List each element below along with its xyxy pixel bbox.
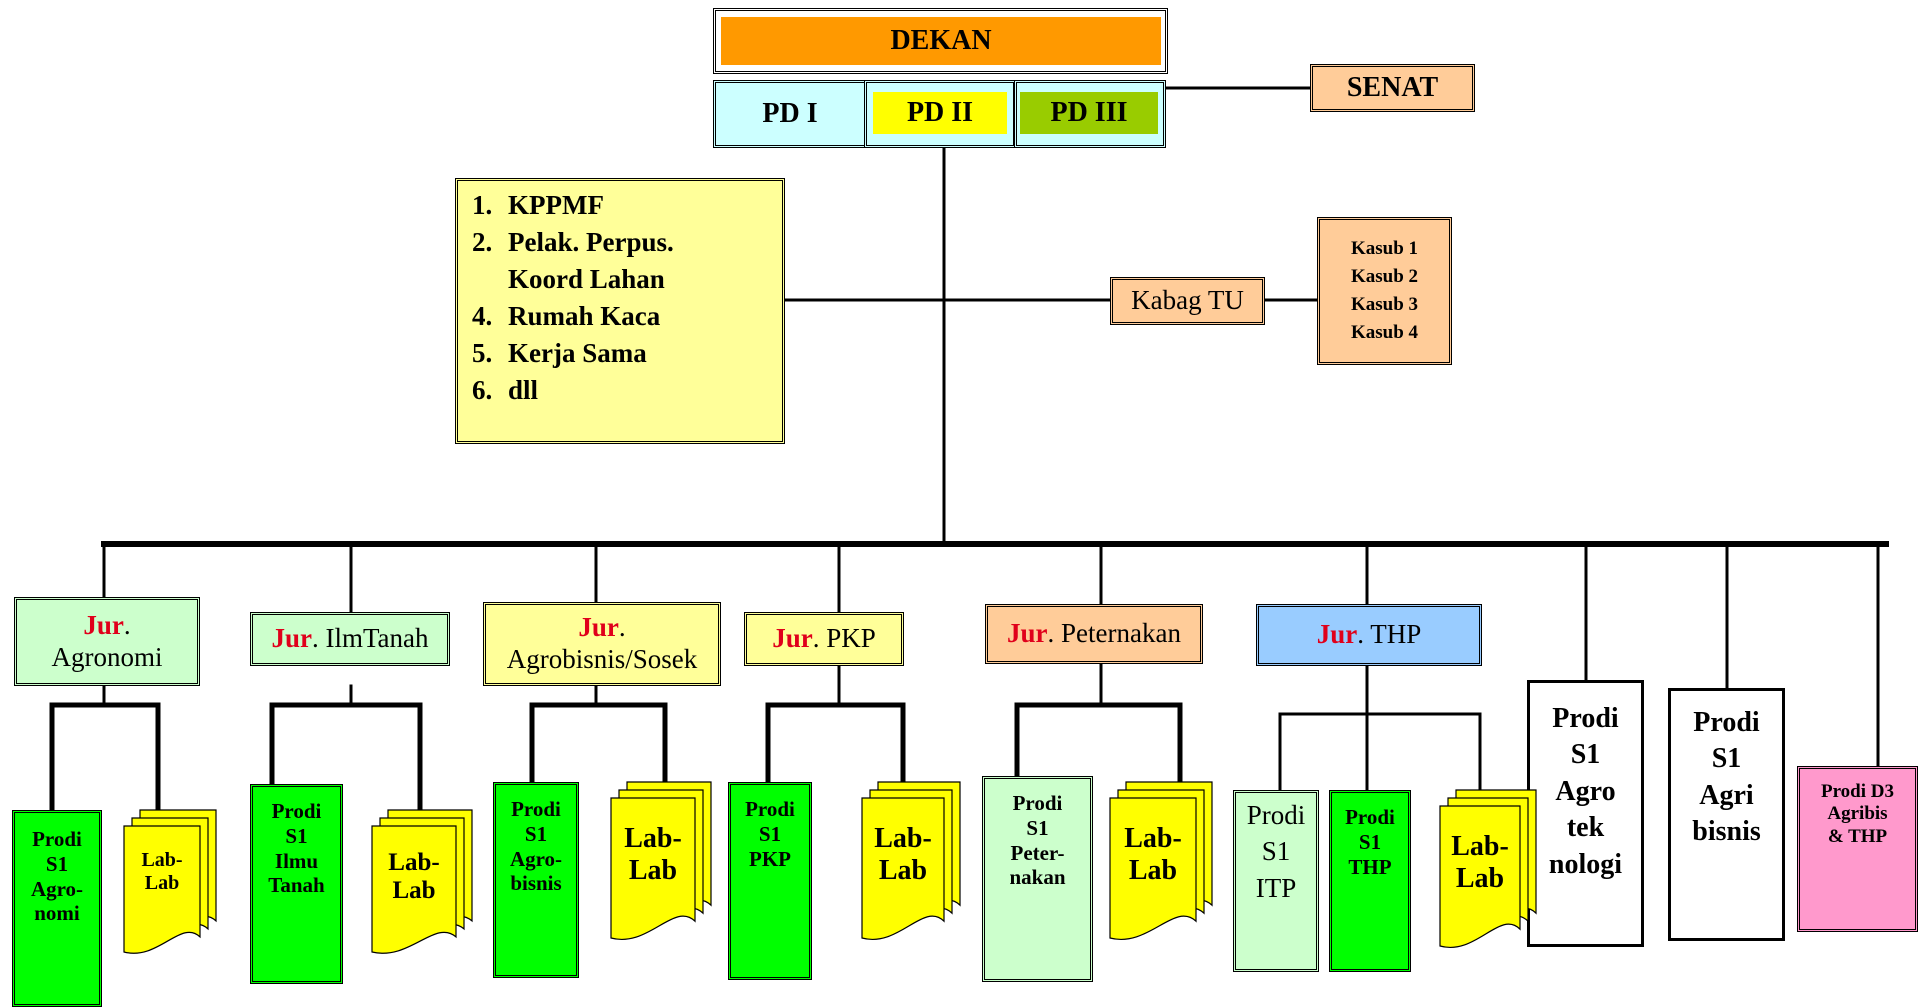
prodi-d3-box: Prodi D3 Agribis & THP [1797, 766, 1918, 932]
lab-label: Lab-Lab [1110, 823, 1196, 887]
lab-stack-shape [861, 781, 961, 941]
lab-label-line: Lab [1128, 855, 1178, 887]
jur-ilmtanah-box: Jur. IlmTanah [250, 612, 450, 666]
lab-stack-shape [1439, 789, 1537, 949]
prodi-ilmu-tanah-box: Prodi S1 Ilmu Tanah [250, 784, 343, 984]
jur-pkp-name: PKP [826, 623, 876, 654]
prodi-pkp-box: Prodi S1 PKP [728, 782, 812, 980]
units-item: 4.Rumah Kaca [472, 301, 661, 331]
lab-label: Lab-Lab [372, 849, 456, 907]
kasub-item: Kasub 3 [1350, 294, 1419, 315]
jur-thp-box: Jur. THP [1256, 604, 1482, 666]
kasub-item: Kasub 1 [1350, 238, 1419, 259]
jur-agrobisnis-name: Agrobisnis/Sosek [506, 644, 698, 674]
jur-ilmtanah-name: IlmTanah [325, 623, 429, 654]
kasub-item: Kasub 2 [1350, 266, 1419, 287]
lab-label-line: Lab- [624, 823, 682, 855]
lab-label-line: Lab [1455, 863, 1505, 895]
prodi-itp-box: Prodi S1 ITP [1233, 790, 1319, 972]
lab-page [861, 797, 945, 941]
dekan-label: DEKAN [890, 25, 992, 57]
lab-stack-shape [123, 809, 217, 954]
lab-stack-pkp: Lab-Lab [861, 781, 961, 952]
jur-peternakan-box: Jur. Peternakan [985, 604, 1203, 664]
lab-page [1439, 805, 1521, 949]
lab-stack-ilmtanah: Lab-Lab [371, 809, 473, 966]
pd1-label: PD I [762, 98, 818, 130]
lab-stack-thp: Lab-Lab [1439, 789, 1537, 960]
jur-prefix: Jur [578, 612, 619, 643]
lab-stack-agrobisnis: Lab-Lab [610, 781, 712, 952]
lab-page [123, 825, 201, 954]
pd1-box: PD I [713, 80, 867, 148]
prodi-agroteknologi-box: Prodi S1 Agro tek nologi [1527, 680, 1644, 947]
senat-label: SENAT [1346, 72, 1439, 104]
jur-pkp-box: Jur. PKP [744, 612, 904, 666]
lab-label-line: Lab [144, 871, 180, 894]
lab-page [610, 797, 696, 941]
units-item: 6.dll [472, 375, 539, 405]
jur-prefix: Jur [772, 623, 813, 654]
kabag-tu-box: Kabag TU [1110, 277, 1265, 325]
lab-label-line: Lab- [141, 848, 183, 871]
jur-agronomi-box: Jur. Agronomi [14, 597, 200, 686]
lab-stack-peternakan: Lab-Lab [1109, 781, 1213, 952]
prodi-agronomi-box: Prodi S1 Agro- nomi [12, 810, 102, 1007]
jur-prefix: Jur [1007, 618, 1048, 649]
pd2-box: PD II [873, 92, 1007, 134]
units-item: 1.KPPMF [472, 190, 604, 220]
pd2-label: PD II [906, 97, 974, 129]
units-item: 5.Kerja Sama [472, 338, 647, 368]
jur-prefix: Jur [83, 609, 124, 640]
lab-stack-shape [1109, 781, 1213, 941]
units-list: 1.KPPMF 2.Pelak. Perpus. Koord Lahan 4.R… [455, 178, 785, 444]
lab-label: Lab-Lab [124, 849, 200, 895]
lab-label-line: Lab- [1124, 823, 1182, 855]
lab-stack-agronomi: Lab-Lab [123, 809, 217, 966]
lab-label: Lab-Lab [1440, 831, 1520, 895]
jur-prefix: Jur [1316, 619, 1358, 650]
units-item: 2.Pelak. Perpus. [472, 227, 674, 257]
lab-label-line: Lab [628, 855, 678, 887]
kasub-item: Kasub 4 [1350, 322, 1419, 343]
prodi-peternakan-box: Prodi S1 Peter- nakan [982, 776, 1093, 982]
jur-prefix: Jur [271, 623, 312, 654]
lab-page [1109, 797, 1197, 941]
units-item: Koord Lahan [508, 264, 665, 294]
pd3-box: PD III [1020, 92, 1158, 134]
jur-agronomi-name: Agronomi [51, 641, 163, 672]
prodi-thp-box: Prodi S1 THP [1329, 790, 1411, 972]
kabag-tu-label: Kabag TU [1131, 285, 1244, 316]
dekan-box: DEKAN [721, 17, 1161, 65]
prodi-agrobisnis-box: Prodi S1 Agro- bisnis [493, 782, 579, 978]
jur-thp-name: THP [1370, 619, 1422, 650]
lab-label-line: Lab [878, 855, 928, 887]
lab-stack-shape [371, 809, 473, 954]
lab-label-line: Lab- [388, 848, 440, 876]
lab-stack-shape [610, 781, 712, 941]
lab-label-line: Lab [392, 877, 436, 905]
lab-page [371, 825, 457, 954]
lab-label-line: Lab- [874, 823, 932, 855]
prodi-agribisnis-box: Prodi S1 Agri bisnis [1668, 688, 1785, 941]
kasub-box: Kasub 1 Kasub 2 Kasub 3 Kasub 4 [1317, 217, 1452, 365]
lab-label-line: Lab- [1451, 831, 1509, 863]
senat-box: SENAT [1310, 64, 1475, 112]
lab-label: Lab-Lab [862, 823, 944, 887]
jur-agrobisnis-box: Jur. Agrobisnis/Sosek [483, 602, 721, 686]
pd3-label: PD III [1050, 97, 1128, 129]
jur-peternakan-name: Peternakan [1061, 618, 1181, 649]
lab-label: Lab-Lab [611, 823, 695, 887]
